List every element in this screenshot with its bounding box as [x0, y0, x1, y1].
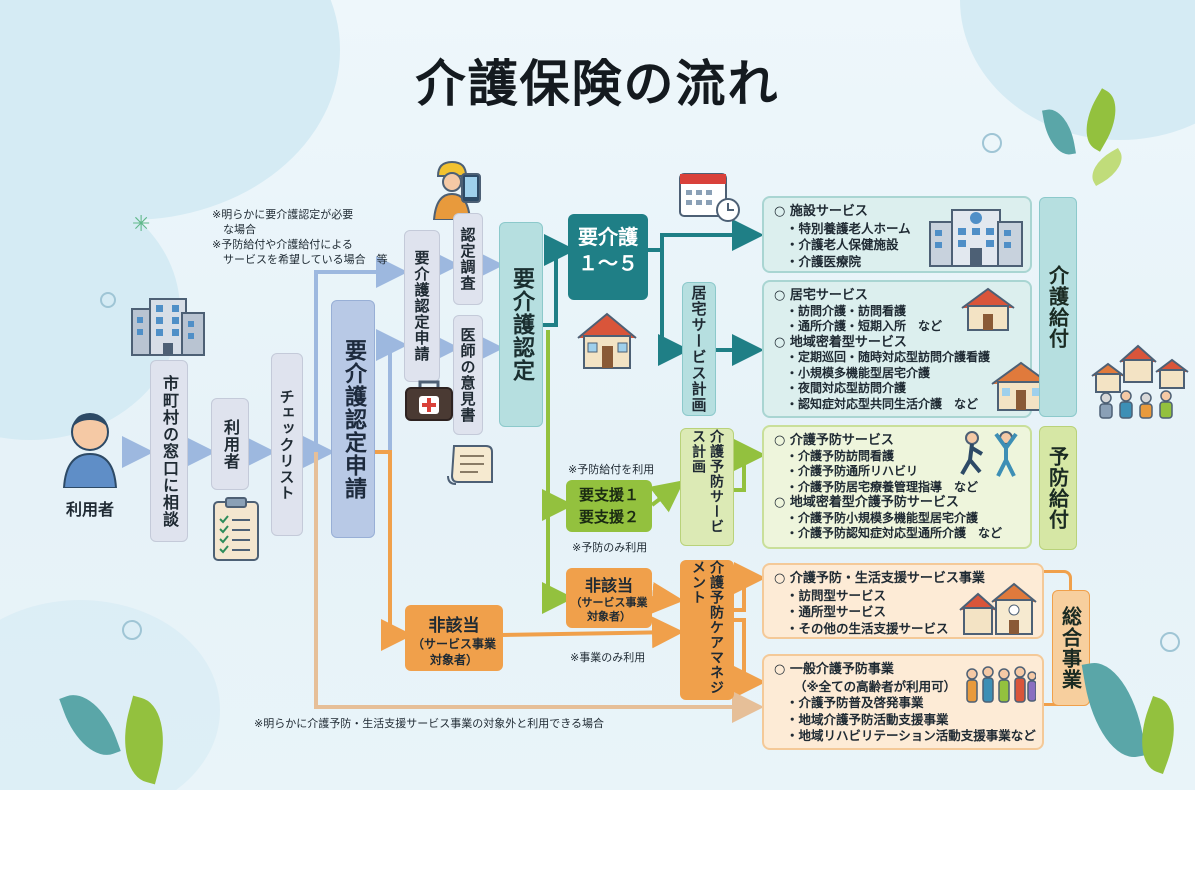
note-yobo-use: ※予防給付を利用: [568, 463, 655, 476]
hospital-icon: [928, 204, 1024, 268]
deco-circle: [122, 620, 142, 640]
higaito-small-sub: （サービス事業対象者）: [570, 596, 648, 623]
level-kaigo-box: 要介護１〜５: [568, 214, 648, 300]
application-box: 要介護認定申請: [331, 300, 375, 538]
flow-arrows: [122, 219, 766, 723]
diagram-canvas: 介護保険の流れ ※明らかに要介護認定が必要 な場合 ※予防給付や介護給付による …: [0, 0, 1195, 790]
ippan-sub: （※全ての高齢者が利用可）: [794, 678, 957, 694]
seikatsu-item: ・その他の生活支援サービス: [786, 620, 949, 636]
yobo-chiiki-title: ○ 地域密着型介護予防サービス: [774, 495, 959, 510]
yobo-service-box: ○ 介護予防サービス ・介護予防訪問看護 ・介護予防通所リハビリ ・介護予防居宅…: [762, 425, 1032, 549]
seikatsu-title: ○ 介護予防・生活支援サービス事業: [774, 571, 985, 586]
level-shien-1: 要支援１: [578, 486, 639, 504]
chiiki-item: ・認知症対応型共同生活介護 など: [786, 396, 979, 411]
chiiki-title: ○ 地域密着型サービス: [774, 334, 907, 350]
ippan-title: ○ 一般介護予防事業: [774, 662, 894, 677]
note-yobo-only: ※予防のみ利用: [572, 541, 648, 554]
window-consult-box: 市町村の窓口に相談: [150, 360, 188, 542]
kyotaku-item: ・訪問介護・訪問看護: [786, 303, 907, 318]
house-icon: [960, 286, 1016, 332]
shisetsu-item: ・介護老人保健施設: [786, 237, 899, 252]
doctor-opinion-box: 医師の意見書: [453, 315, 483, 435]
chiiki-item: ・夜間対応型訪問介護: [786, 381, 907, 395]
house-icon: [990, 360, 1052, 412]
certification-box: 要介護認定: [499, 222, 543, 427]
level-higaito-box: 非該当 （サービス事業対象者）: [405, 605, 503, 671]
note-top: ※明らかに要介護認定が必要 な場合 ※予防給付や介護給付による サービスを希望し…: [212, 208, 388, 266]
note-bottom: ※明らかに介護予防・生活支援サービス事業の対象外と利用できる場合: [254, 717, 604, 730]
medical-bag-icon: [404, 378, 454, 422]
higaito-sub: （サービス事業対象者）: [411, 637, 496, 667]
category-sogo-jigyo: 総合事業: [1052, 590, 1090, 706]
yobo-chiiki-item: ・介護予防認知症対応型通所介護 など: [786, 526, 1003, 540]
house-icon: [574, 310, 640, 370]
kyotaku-item: ・通所介護・短期入所 など: [786, 319, 943, 333]
exercise-icon: [958, 428, 1024, 480]
category-yobo-kyufu: 予防給付: [1039, 426, 1077, 550]
note-jigyo-only: ※事業のみ利用: [570, 651, 646, 664]
ippan-item: ・地域リハビリテーション活動支援事業など: [786, 728, 1036, 743]
sub-application-box: 要介護認定申請: [404, 230, 440, 382]
yobo-item: ・介護予防訪問看護: [786, 448, 895, 463]
chiiki-item: ・小規模多機能型居宅介護: [786, 365, 931, 380]
sparkle-icon: ✳: [132, 212, 151, 237]
worker-icon: [424, 158, 486, 221]
chiiki-item: ・定期巡回・随時対応型訪問介護看護: [786, 350, 991, 364]
checklist-box: チェックリスト: [271, 353, 303, 536]
yobo-chiiki-item: ・介護予防小規模多機能型居宅介護: [786, 510, 979, 525]
seikatsu-item: ・訪問型サービス: [786, 587, 887, 603]
yobo-item: ・介護予防通所リハビリ: [786, 464, 919, 478]
shisetsu-item: ・特別養護老人ホーム: [786, 220, 911, 236]
elderly-group-icon: [964, 664, 1037, 712]
seikatsu-item: ・通所型サービス: [786, 604, 887, 619]
deco-circle: [1160, 632, 1180, 652]
survey-box: 認定調査: [453, 213, 483, 305]
level-shien-2: 要支援２: [578, 508, 639, 526]
yobo-title: ○ 介護予防サービス: [774, 433, 894, 448]
level-shien-box: 要支援１ 要支援２: [566, 480, 652, 532]
community-icon: [958, 580, 1038, 636]
category-kaigo-kyufu: 介護給付: [1039, 197, 1077, 417]
yobo-plan-box: 介護予防サービス計画: [680, 428, 734, 546]
user-box: 利用者: [211, 398, 249, 490]
person-icon: [62, 410, 118, 489]
ippan-item: ・介護予防普及啓発事業: [786, 695, 924, 710]
care-management-box: 介護予防ケアマネジメント: [680, 560, 734, 700]
deco-circle: [982, 133, 1002, 153]
deco-circle: [100, 292, 116, 308]
elderly-family-icon: [1090, 340, 1190, 420]
building-icon: [130, 295, 206, 357]
clipboard-icon: [210, 496, 262, 562]
document-icon: [444, 440, 496, 488]
shisetsu-title: ○ 施設サービス: [774, 204, 868, 219]
kyotaku-title: ○ 居宅サービス: [774, 288, 868, 303]
higaito-small-main: 非該当: [584, 576, 633, 595]
level-higaito-box-small: 非該当 （サービス事業対象者）: [566, 568, 652, 628]
yobo-item: ・介護予防居宅療養管理指導 など: [786, 479, 979, 494]
page-title: 介護保険の流れ: [415, 55, 780, 113]
ippan-item: ・地域介護予防活動支援事業: [786, 711, 949, 727]
user-label: 利用者: [65, 500, 114, 519]
kyotaku-plan-box: 居宅サービス計画: [682, 282, 716, 416]
calendar-icon: [678, 168, 742, 224]
ippan-service-box: ○ 一般介護予防事業 （※全ての高齢者が利用可） ・介護予防普及啓発事業 ・地域…: [762, 654, 1044, 750]
higaito-main: 非該当: [428, 616, 480, 636]
shisetsu-item: ・介護医療院: [786, 253, 862, 269]
